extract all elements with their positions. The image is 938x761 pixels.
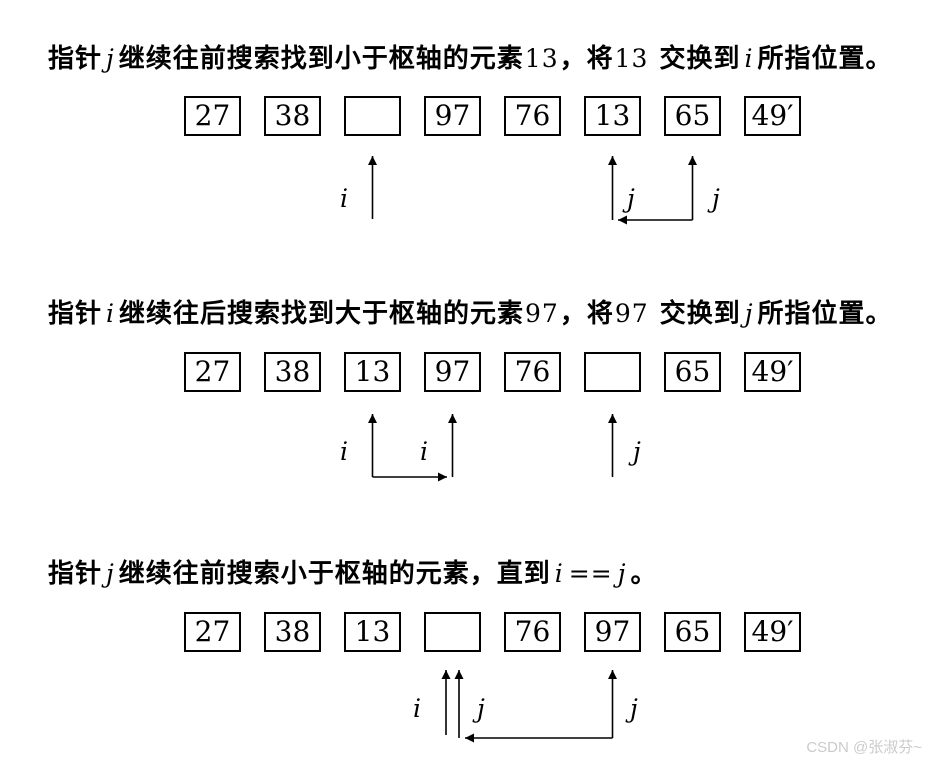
- variable-name: i: [744, 44, 754, 73]
- heading-text: 指针: [48, 559, 103, 589]
- variable-name: i: [106, 299, 116, 328]
- variable-name: j: [106, 559, 115, 588]
- array-cell: 97: [424, 96, 481, 136]
- array-cell-empty: [344, 96, 401, 136]
- pointer-label-i: i: [340, 437, 348, 466]
- pointer-arrows-step-3: i j j: [413, 670, 638, 743]
- array-cell: 49′: [744, 352, 801, 392]
- array-cell: 13: [344, 352, 401, 392]
- array-cell: 13: [344, 612, 401, 652]
- array-cell: 27: [184, 96, 241, 136]
- heading-text: 。: [630, 559, 658, 589]
- pointer-label-j: j: [628, 437, 641, 466]
- array-cell: 38: [264, 352, 321, 392]
- array-row-1: 27 38 97 76 13 65 49′: [184, 96, 801, 136]
- variable-name: i: [554, 559, 564, 588]
- heading-text: ，将: [559, 44, 614, 74]
- array-cell: 27: [184, 612, 241, 652]
- pointer-label-j: j: [625, 694, 638, 723]
- heading-text: 指针: [48, 44, 103, 74]
- array-cell: 76: [504, 96, 561, 136]
- pointer-label-j: j: [707, 184, 720, 213]
- pointer-arrows-step-2: i i j: [340, 414, 641, 482]
- array-cell: 49′: [744, 96, 801, 136]
- heading-text: 13: [524, 44, 559, 73]
- array-cell: 65: [664, 352, 721, 392]
- csdn-watermark: CSDN @张淑芬~: [806, 739, 922, 756]
- heading-text: 13: [614, 44, 649, 73]
- array-cell: 76: [504, 352, 561, 392]
- heading-text: ==: [568, 559, 613, 588]
- heading-text: ，将: [559, 299, 614, 329]
- array-cell: 76: [504, 612, 561, 652]
- array-cell: 97: [424, 352, 481, 392]
- variable-name: j: [617, 559, 627, 588]
- pointer-label-i: i: [420, 437, 428, 466]
- array-cell: 38: [264, 96, 321, 136]
- heading-text: 交换到: [649, 44, 741, 74]
- heading-text: 97: [525, 299, 559, 328]
- array-cell-empty: [424, 612, 481, 652]
- array-cell: 97: [584, 612, 641, 652]
- array-cell: 49′: [744, 612, 801, 652]
- array-row-2: 27 38 13 97 76 65 49′: [184, 352, 801, 392]
- array-cell-empty: [584, 352, 641, 392]
- array-row-3: 27 38 13 76 97 65 49′: [184, 612, 801, 652]
- pointer-label-i: i: [340, 184, 348, 213]
- pointer-label-j: j: [472, 694, 485, 723]
- array-cell: 27: [184, 352, 241, 392]
- array-cell: 65: [664, 96, 721, 136]
- variable-name: j: [106, 44, 115, 73]
- heading-text: 97: [614, 299, 649, 328]
- pointer-label-j: j: [622, 184, 635, 213]
- array-cell: 38: [264, 612, 321, 652]
- heading-text: 指针: [48, 299, 103, 329]
- heading-text: 继续往前搜索小于枢轴的元素，直到: [118, 559, 551, 589]
- heading-text: 所指位置。: [757, 299, 893, 329]
- pointer-label-i: i: [413, 694, 421, 723]
- variable-name: j: [744, 299, 754, 328]
- heading-text: 继续往前搜索找到小于枢轴的元素: [118, 44, 524, 74]
- pointer-arrows-step-1: i j j: [340, 156, 720, 225]
- array-cell: 13: [584, 96, 641, 136]
- heading-text: 所指位置。: [757, 44, 893, 74]
- heading-text: 继续往后搜索找到大于枢轴的元素: [119, 299, 525, 329]
- heading-text: 交换到: [649, 299, 741, 329]
- array-cell: 65: [664, 612, 721, 652]
